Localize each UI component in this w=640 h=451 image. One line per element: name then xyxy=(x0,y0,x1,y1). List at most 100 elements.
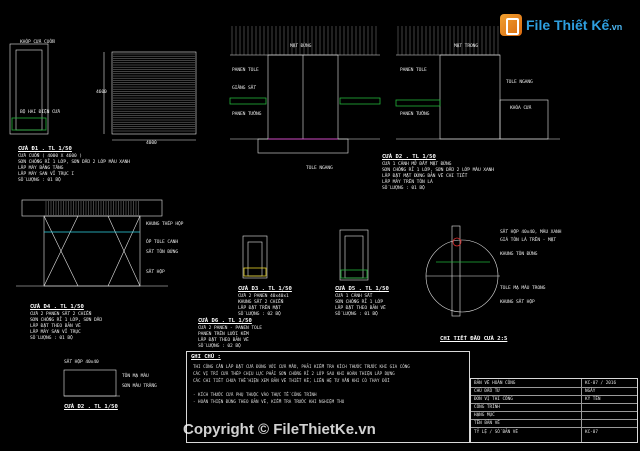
detail-label: KHUNG SẮT HỘP xyxy=(500,300,535,305)
wide-brace-2 xyxy=(43,215,79,287)
green-hatch-d1 xyxy=(11,117,47,131)
d2-spec: SƠN CHỐNG RỈ 1 LỚP, SƠN DẦU 2 LỚP MÀU XA… xyxy=(382,168,494,173)
general-notes-panel: GHI CHÚ : THI CÔNG CẦN LẮP ĐẶT CỬA ĐÚNG … xyxy=(186,351,470,443)
title-block-row: TÊN BẢN VẼ xyxy=(474,421,500,426)
d1-title: CỬA Đ1 . TL 1/50 xyxy=(18,146,72,152)
note-line: CÁC CHI TIẾT CHƯA THỂ HIỆN XEM BẢN VẼ TH… xyxy=(193,378,390,383)
elev2-label-b: PANEN TƯỜNG xyxy=(400,112,430,117)
d2-spec: CỬA 1 CÁNH MỞ ĐẨY MẶT ĐỨNG xyxy=(382,162,452,167)
elev2-sidebox xyxy=(499,99,549,140)
elev1-label-a: PANEN TOLE xyxy=(232,68,259,73)
elev2-label-a: PANEN TOLE xyxy=(400,68,427,73)
d4-spec: CỬA 2 PANEN SẮT 2 CHIẾN xyxy=(30,312,92,317)
d1-label-motor: BỘ HAI ĐIỆN CỬA xyxy=(20,110,60,115)
d1-dim-width: 4000 xyxy=(146,141,157,146)
d4-title: CỬA D4 . TL 1/50 xyxy=(30,304,84,310)
shutter-slats xyxy=(45,26,499,215)
small-elev-label: SẮT HỘP 40x40 xyxy=(64,360,99,365)
d1-spec: LẮP MÁY BẢNG TĂNG xyxy=(18,166,64,171)
d4-spec: LẮP ĐẶT THEO BẢN VẼ xyxy=(30,324,81,329)
d3-spec: SỐ LƯỢNG : 02 BỘ xyxy=(238,312,281,317)
title-block-row: TỶ LỆ / SỐ BẢN VẼ xyxy=(474,430,518,435)
d3-spec: LẮP ĐẶT TRÊN MẶT xyxy=(238,306,281,311)
title-block: BẢN VẼ HOÀN CÔNG CHỦ ĐẦU TƯ ĐƠN VỊ THI C… xyxy=(470,378,638,443)
wide-label-leg: SẮT HỘP xyxy=(146,270,165,275)
d2-spec: SỐ LƯỢNG : 01 BỘ xyxy=(382,186,425,191)
small-elev-title: CỬA D2 . TL 1/50 xyxy=(64,404,118,410)
elev2-door xyxy=(439,54,501,140)
file-icon xyxy=(500,14,522,36)
d1-dim-height: 4600 xyxy=(96,90,107,95)
elev2-title: MẶT TRONG xyxy=(454,44,478,49)
green-base-d4 xyxy=(340,269,368,279)
title-block-value: KC-07 / 2016 xyxy=(585,381,617,386)
d1-spec: SƠN CHỐNG RỈ 1 LỚP, SƠN DẦU 2 LỚP MÀU XA… xyxy=(18,160,130,165)
detail-column xyxy=(451,225,461,317)
title-block-row: CHỦ ĐẦU TƯ xyxy=(474,389,500,394)
title-block-row: HẠNG MỤC xyxy=(474,413,495,418)
wide-label-frame: KHUNG THÉP HỘP xyxy=(146,222,184,227)
d4-spec: SƠN CHỐNG RỈ 1 LỚP, SƠN DẦU xyxy=(30,318,102,323)
d6-title: CỬA D6 . TL 1/50 xyxy=(198,318,252,324)
d2-spec: LẮP ĐẶT MẶT ĐỨNG BẢN VẼ CHI TIẾT xyxy=(382,174,468,179)
door-d4-leaf xyxy=(344,235,364,279)
d3-title: CỬA D3 . TL 1/50 xyxy=(238,286,292,292)
wide-label-top: SẮT TÔN ĐỨNG xyxy=(146,250,178,255)
door-d4-frame xyxy=(339,229,369,281)
elev2-label-c: TOLE NGANG xyxy=(506,80,533,85)
d3-spec: CỬA 2 PANEN 40x40x1 xyxy=(238,294,289,299)
wide-brace-4 xyxy=(107,215,141,287)
yellow-base-d3 xyxy=(243,267,267,277)
d5-spec: SỐ LƯỢNG : 01 BỘ xyxy=(335,312,378,317)
d1-label-frame: KHỐP CỬA CUỐN xyxy=(20,40,55,45)
elev1-section xyxy=(257,138,349,154)
d6-spec: SỐ LƯỢNG : 02 BỘ xyxy=(198,344,241,349)
title-block-value: NGÀY xyxy=(585,389,596,394)
detail-label: TOLE MẠ MÀU TRONG xyxy=(500,286,546,291)
d3-spec: KHUNG SẮT 2 CHIẾN xyxy=(238,300,284,305)
small-elev-label: TÔN MẠ MÀU xyxy=(122,374,149,379)
wide-beam xyxy=(21,199,163,217)
door-d3-frame xyxy=(242,235,268,279)
detail-label: SẮT HỘP 40x40, MÀU XANH xyxy=(500,230,562,235)
d6-spec: LẮP ĐẶT THEO BẢN VẼ xyxy=(198,338,249,343)
door-d3-leaf xyxy=(247,241,263,277)
d5-spec: LẮP ĐẶT THEO BẢN VẼ xyxy=(335,306,386,311)
d5-spec: CỬA 1 CÁNH SẮT xyxy=(335,294,373,299)
elev1-label-d: TOLE NGANG xyxy=(306,166,333,171)
d6-spec: CỬA 2 PANEN - PANEN TOLE xyxy=(198,326,262,331)
title-block-value: KC-07 xyxy=(585,430,598,435)
green-band-right xyxy=(339,97,381,105)
door-d1-elevation xyxy=(111,51,197,135)
d2-spec: LẮP MÁY TRÊN TÔN LÁ xyxy=(382,180,433,185)
copyright-watermark: Copyright © FileThietKe.vn xyxy=(183,421,376,438)
elev1-label-b: GIẰNG SẮT xyxy=(232,86,256,91)
elev1-title: MẶT ĐỨNG xyxy=(290,44,312,49)
wide-frame xyxy=(43,215,141,287)
elev1-label-c: PANEN TƯỜNG xyxy=(232,112,262,117)
note-line: - KÍCH THƯỚC CỬA PHỤ THUỘC VÀO THỰC TẾ C… xyxy=(193,392,317,397)
note-line: - HOÀN THIỆN ĐÚNG THEO BẢN VẼ, KIỂM TRA … xyxy=(193,399,345,404)
green-band-elev2 xyxy=(395,99,441,107)
brand-header[interactable]: File Thiết Kế.vn xyxy=(500,14,632,38)
small-elev-label: SƠN MÀU TRẮNG xyxy=(122,384,157,389)
title-block-value: KÝ TÊN xyxy=(585,397,601,402)
d2-title: CỬA D2 . TL 1/50 xyxy=(382,154,436,160)
d5-title: CỬA D5 . TL 1/50 xyxy=(335,286,389,292)
title-block-row: CÔNG TRÌNH xyxy=(474,405,500,410)
brand-name: File Thiết Kế.vn xyxy=(526,17,623,33)
wide-label-opp: ỐP TOLE CANH xyxy=(146,240,178,245)
red-marker xyxy=(452,237,462,247)
detail-label: KHUNG TÔN ĐỨNG xyxy=(500,252,538,257)
detail-label: GIÁ TÔN LÁ TRÊN - MẶT xyxy=(500,238,556,243)
small-elev-frame xyxy=(63,369,117,397)
d1-spec: LẮP MÁY SAN VỈ TRỤC I xyxy=(18,172,74,177)
elev2-label-d: KHÓA CỬA xyxy=(510,106,532,111)
d4-spec: LẮP MÁY SAN VỈ TRỤC xyxy=(30,330,81,335)
d1-spec: CỬA CUỐN ( 4000 X 4600 ) xyxy=(18,154,82,159)
detail-title: CHI TIẾT ĐẦU CỬA 2:5 xyxy=(440,336,508,342)
notes-heading: GHI CHÚ : xyxy=(191,354,221,360)
d1-spec: SỐ LƯỢNG : 01 BỘ xyxy=(18,178,61,183)
